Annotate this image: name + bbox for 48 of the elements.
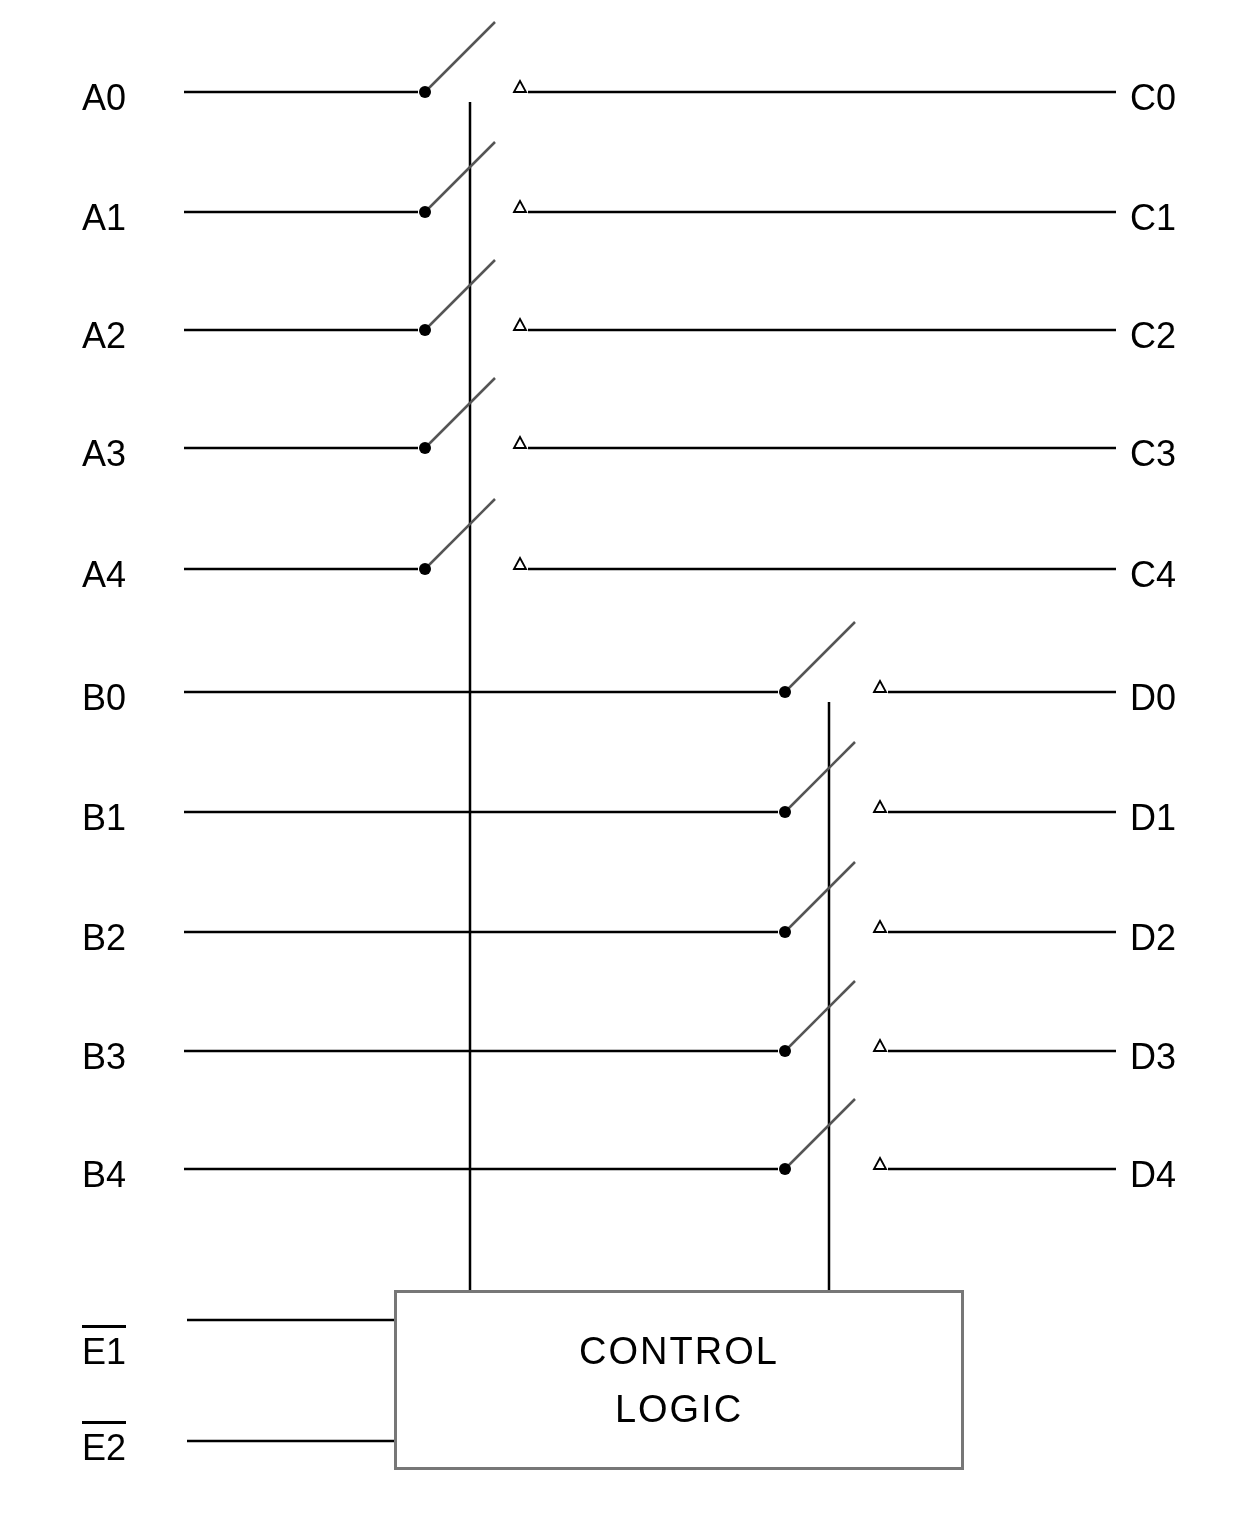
wire xyxy=(184,810,778,814)
wire xyxy=(184,690,778,694)
pin-label: E1 xyxy=(82,1325,127,1372)
wire xyxy=(528,567,1116,571)
wire xyxy=(888,810,1116,814)
wire xyxy=(468,102,472,1290)
block-label: CONTROL LOGIC xyxy=(578,1329,780,1432)
wire xyxy=(888,1167,1116,1171)
wire xyxy=(187,1318,394,1322)
pin-label: D1 xyxy=(1130,798,1177,838)
pin-label: D0 xyxy=(1130,678,1177,718)
pin-label: C4 xyxy=(1130,555,1177,595)
wire xyxy=(888,690,1116,694)
wire xyxy=(184,930,778,934)
pin-label: A0 xyxy=(82,78,127,118)
control-logic-box xyxy=(394,1290,964,1470)
wire xyxy=(184,1049,778,1053)
pin-label: B4 xyxy=(82,1155,127,1195)
wire xyxy=(528,210,1116,214)
wire xyxy=(528,328,1116,332)
wire xyxy=(184,328,418,332)
pin-label: D3 xyxy=(1130,1037,1177,1077)
wire xyxy=(888,930,1116,934)
pin-label: A1 xyxy=(82,198,127,238)
wire xyxy=(187,1439,394,1443)
pin-label: C0 xyxy=(1130,78,1177,118)
pin-label: B3 xyxy=(82,1037,127,1077)
pin-label: D2 xyxy=(1130,918,1177,958)
pin-label: B0 xyxy=(82,678,127,718)
wire xyxy=(184,567,418,571)
wire xyxy=(528,90,1116,94)
pin-label: E2 xyxy=(82,1421,127,1468)
wire xyxy=(184,210,418,214)
pin-label: C1 xyxy=(1130,198,1177,238)
pin-label: A3 xyxy=(82,434,127,474)
wire xyxy=(827,702,831,1290)
wire xyxy=(528,446,1116,450)
wire xyxy=(184,446,418,450)
pin-label: B2 xyxy=(82,918,127,958)
pin-label: B1 xyxy=(82,798,127,838)
wire xyxy=(888,1049,1116,1053)
pin-label: A4 xyxy=(82,555,127,595)
pin-label: C2 xyxy=(1130,316,1177,356)
wire xyxy=(184,90,418,94)
pin-label: A2 xyxy=(82,316,127,356)
pin-label: D4 xyxy=(1130,1155,1177,1195)
wire xyxy=(184,1167,778,1171)
pin-label: C3 xyxy=(1130,434,1177,474)
